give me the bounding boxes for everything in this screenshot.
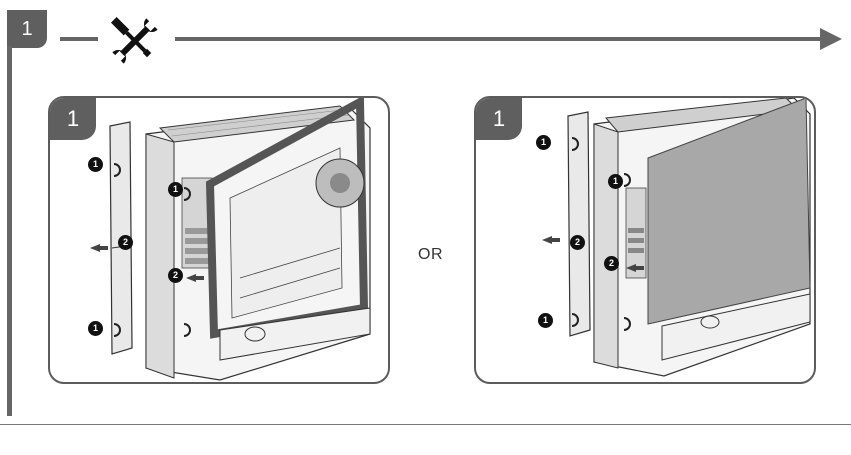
header-line-short bbox=[60, 37, 98, 41]
step-marker: 1 bbox=[608, 174, 623, 189]
step-marker: 2 bbox=[570, 235, 585, 250]
or-separator: OR bbox=[418, 246, 443, 264]
pc-case-illustration bbox=[50, 98, 388, 382]
instruction-panel-right: 1 1 2 1 2 1 bbox=[474, 96, 816, 384]
step-marker: 1 bbox=[538, 313, 553, 328]
pc-case-illustration bbox=[476, 98, 814, 382]
step-marker: 1 bbox=[536, 135, 551, 150]
footer-divider bbox=[0, 424, 851, 425]
step-marker: 1 bbox=[88, 157, 103, 172]
step-marker: 2 bbox=[118, 235, 133, 250]
tools-icon bbox=[107, 15, 163, 67]
step-marker: 2 bbox=[168, 268, 183, 283]
instruction-panel-left: 1 1 bbox=[48, 96, 390, 384]
vertical-guide-line bbox=[7, 46, 12, 416]
step-number-box: 1 bbox=[7, 10, 47, 48]
step-marker: 1 bbox=[168, 182, 183, 197]
step-marker: 2 bbox=[604, 256, 619, 271]
header-arrow-line bbox=[175, 37, 823, 41]
step-number: 1 bbox=[21, 18, 32, 41]
step-marker: 1 bbox=[88, 321, 103, 336]
arrow-head-icon bbox=[820, 28, 842, 50]
